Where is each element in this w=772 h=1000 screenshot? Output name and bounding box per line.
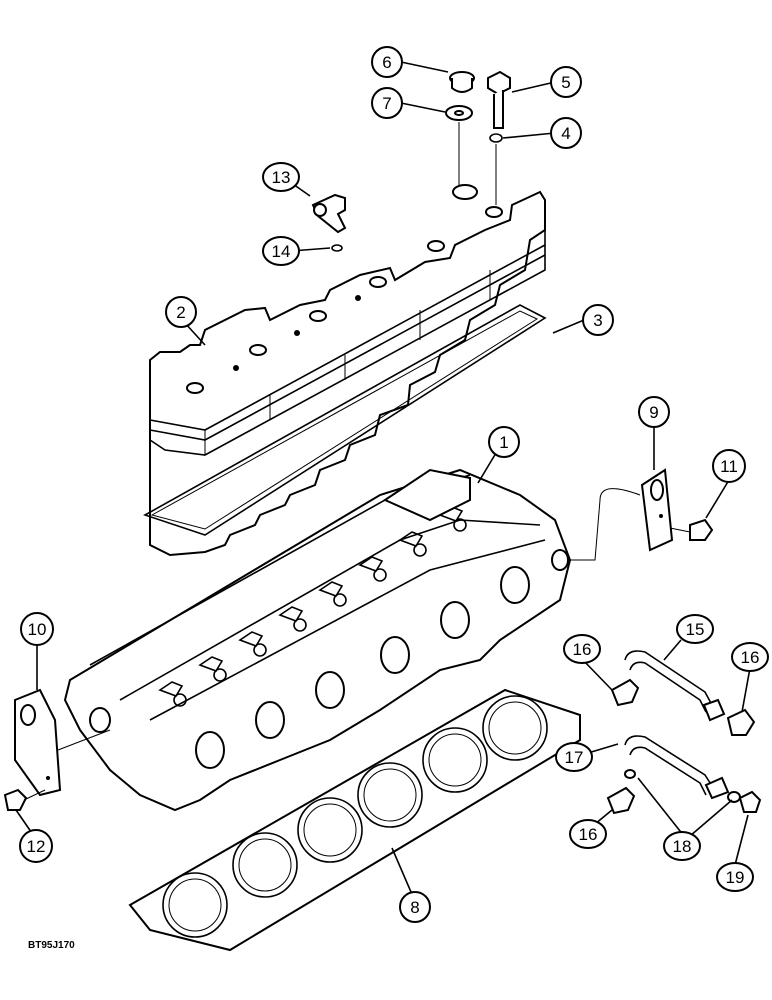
cover-bolt (487, 70, 511, 129)
callout-19-label: 19 (726, 868, 745, 887)
callout-5-label: 5 (561, 73, 570, 92)
callout-16-right-label: 16 (741, 648, 760, 667)
callout-10-label: 10 (28, 620, 47, 639)
callout-17: 17 (555, 742, 593, 772)
callout-16-lower: 16 (569, 819, 607, 849)
callout-5: 5 (550, 66, 582, 98)
callout-16-upper-label: 16 (573, 640, 592, 659)
callout-7: 7 (371, 87, 403, 119)
callout-16-upper: 16 (563, 634, 601, 664)
tube-sleeve (624, 769, 741, 803)
callout-11-label: 11 (720, 457, 738, 476)
callout-17-label: 17 (565, 748, 584, 767)
callout-12: 12 (19, 829, 53, 863)
callout-1-label: 1 (499, 433, 508, 452)
elbow-fitting-right (726, 708, 756, 736)
lower-tube (624, 735, 730, 800)
fitting-seal-ring (331, 244, 343, 252)
lifting-bracket-rear (570, 468, 674, 561)
callout-14-label: 14 (272, 242, 291, 261)
callout-10: 10 (20, 612, 54, 646)
callout-4: 4 (550, 117, 582, 149)
callout-13-label: 13 (272, 168, 291, 187)
callout-12-label: 12 (27, 837, 46, 856)
elbow-fitting-upper (610, 678, 640, 707)
bracket-bolt-rear (669, 518, 714, 541)
cylinder-head (63, 468, 572, 812)
bracket-bolt-front (3, 788, 46, 811)
callout-1: 1 (488, 426, 520, 458)
callout-8: 8 (399, 891, 431, 923)
callout-16-lower-label: 16 (579, 825, 598, 844)
breather-fitting (311, 193, 347, 234)
filler-cap (449, 71, 475, 93)
image-code: BT95J170 (28, 940, 75, 951)
callout-11: 11 (712, 449, 746, 483)
callout-16-right: 16 (731, 642, 769, 672)
callout-13: 13 (262, 162, 300, 192)
callout-2: 2 (165, 296, 197, 328)
filler-washer (445, 105, 473, 185)
cover-bolt-boss (186, 184, 503, 394)
exhaust-ports (89, 549, 569, 769)
callout-3-label: 3 (593, 311, 602, 330)
callout-9-label: 9 (649, 403, 658, 422)
callout-6: 6 (371, 46, 403, 78)
callout-4-label: 4 (561, 124, 570, 143)
callout-15: 15 (676, 614, 714, 644)
leader-lines (15, 61, 751, 893)
callout-18: 18 (663, 831, 701, 861)
callout-3: 3 (582, 304, 614, 336)
upper-tube (624, 650, 726, 722)
tube-nut (738, 790, 762, 813)
valve-cover-gasket (143, 304, 547, 536)
bolt-seal-ring (489, 133, 503, 205)
gasket-bores (162, 695, 548, 938)
callout-9: 9 (638, 396, 670, 428)
lifting-bracket-front (14, 688, 111, 797)
callout-18-label: 18 (673, 837, 692, 856)
callout-7-label: 7 (382, 94, 391, 113)
callout-8-label: 8 (410, 898, 419, 917)
callout-2-label: 2 (176, 303, 185, 322)
rocker-detail (158, 506, 467, 707)
head-gasket (128, 688, 581, 952)
callout-6-label: 6 (382, 53, 391, 72)
callout-19: 19 (716, 862, 754, 892)
valve-cover (149, 184, 546, 557)
callout-15-label: 15 (686, 620, 705, 639)
callout-14: 14 (262, 236, 300, 266)
elbow-fitting-lower (606, 786, 636, 815)
